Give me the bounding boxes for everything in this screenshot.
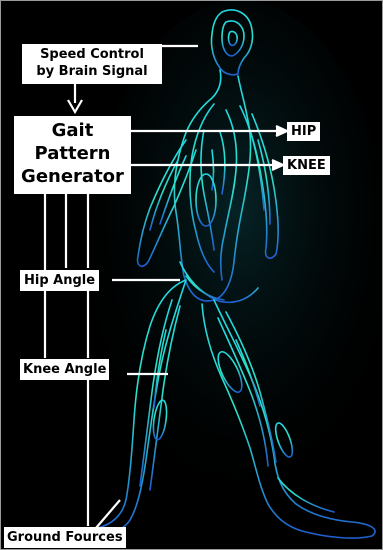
gait-line-1: Gait bbox=[14, 122, 131, 140]
knee-angle-label: Knee Angle bbox=[20, 359, 109, 380]
gait-pattern-generator-box: Gait Pattern Generator bbox=[14, 116, 131, 194]
hip-angle-label: Hip Angle bbox=[20, 270, 99, 291]
speed-control-line-1: Speed Control bbox=[22, 48, 162, 61]
speed-control-line-2: by Brain Signal bbox=[22, 65, 162, 78]
hip-label: HIP bbox=[287, 122, 320, 141]
gait-line-3: Generator bbox=[14, 168, 131, 186]
speed-control-box: Speed Control by Brain Signal bbox=[22, 44, 162, 84]
knee-label: KNEE bbox=[283, 156, 330, 175]
ground-forces-label: Ground Fources bbox=[4, 527, 126, 548]
gait-line-2: Pattern bbox=[14, 145, 131, 163]
